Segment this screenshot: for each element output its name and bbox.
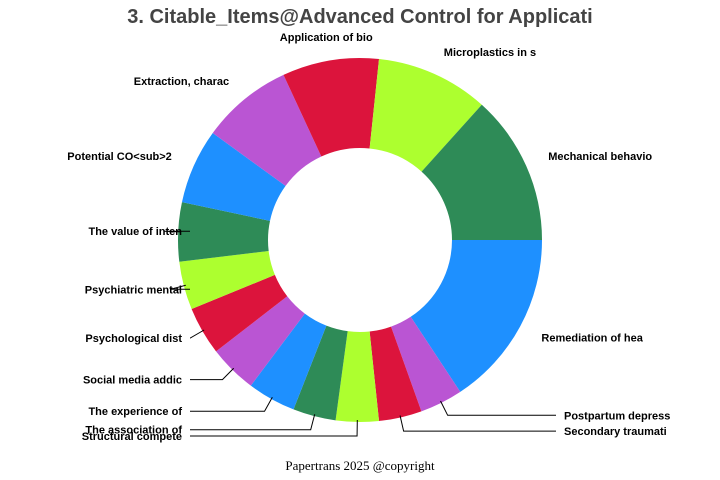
slice-label: Extraction, charac <box>134 76 229 88</box>
slice-label: Psychological dist <box>85 333 182 345</box>
pie-slice[interactable] <box>178 202 271 262</box>
slice-label: Secondary traumati <box>564 426 667 438</box>
pie-slice[interactable] <box>283 57 380 157</box>
label-leader-line <box>440 400 556 416</box>
slice-label: Application of bio <box>280 32 373 44</box>
slice-label: Microplastics in s <box>444 47 536 59</box>
chart-title: 3. Citable_Items@Advanced Control for Ap… <box>127 6 593 28</box>
pie-slice[interactable] <box>181 133 286 221</box>
slice-label: Psychiatric mental <box>85 284 182 296</box>
slice-label: The association of <box>85 425 182 437</box>
label-leader-line <box>190 329 205 339</box>
slice-label: Mechanical behavio <box>548 151 652 163</box>
pie-slice[interactable] <box>335 331 380 422</box>
slice-label: The value of inten <box>88 226 182 238</box>
pie-slice[interactable] <box>250 313 327 410</box>
label-leader-line <box>190 414 316 431</box>
pie-slice[interactable] <box>216 296 305 386</box>
pie-slice[interactable] <box>369 58 482 172</box>
pie-slice[interactable] <box>212 74 322 186</box>
slice-label: The experience of <box>88 406 182 418</box>
pie-slice[interactable] <box>191 274 288 352</box>
pie-slice[interactable] <box>421 104 542 240</box>
label-leader-line <box>164 230 190 233</box>
copyright-footer: Papertrans 2025 @copyright <box>285 458 435 473</box>
label-leader-line <box>190 367 235 381</box>
slice-label: Social media addic <box>83 375 182 387</box>
pie-slice[interactable] <box>179 250 275 310</box>
pie-slice[interactable] <box>369 326 422 422</box>
label-leader-line <box>399 415 556 432</box>
slice-label: Structural compete <box>82 431 182 443</box>
pie-slice[interactable] <box>391 316 461 412</box>
label-leader-line <box>190 396 273 412</box>
slice-label: Remediation of hea <box>541 333 643 345</box>
slice-label: Postpartum depress <box>564 410 670 422</box>
pie-slice[interactable] <box>293 325 348 421</box>
slice-label: Potential CO<sub>2 <box>67 151 172 163</box>
label-leader-line <box>190 419 358 437</box>
pie-slice[interactable] <box>410 240 542 392</box>
label-leader-line <box>170 284 190 290</box>
